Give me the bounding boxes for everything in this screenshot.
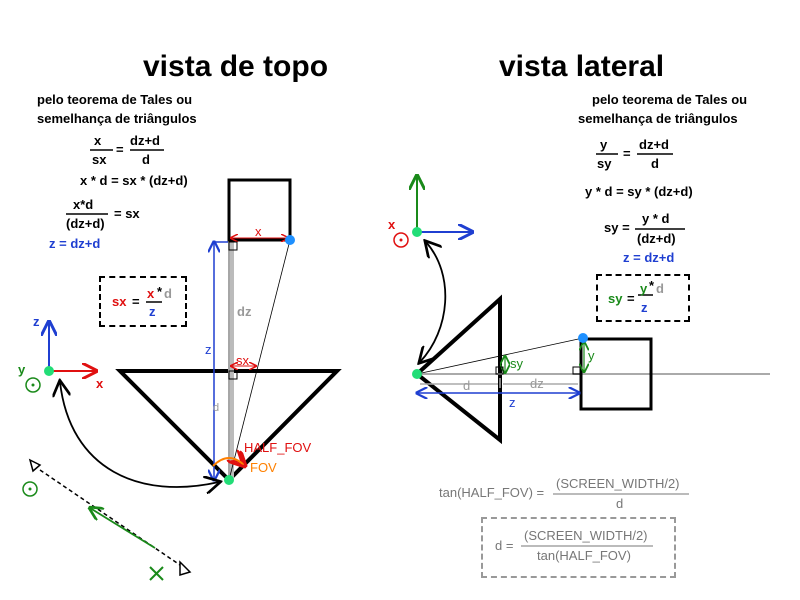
side-view-thales-line1: pelo teorema de Tales ou: [592, 92, 748, 107]
side-view-curved-arrow: [420, 242, 447, 362]
top-eq1-den-left: sx: [92, 152, 107, 167]
side-eq1-den-right: d: [651, 156, 659, 171]
top-axis-x-label: x: [96, 376, 104, 391]
top-eq2: x * d = sx * (dz+d): [80, 173, 188, 188]
top-eq4: z = dz+d: [49, 236, 101, 251]
fov-solution-box: [481, 517, 676, 578]
top-box-num-d: d: [164, 286, 172, 301]
fov-eq-lhs: tan(HALF_FOV) =: [439, 485, 545, 500]
top-view-axes: [25, 322, 96, 393]
top-fov-label: FOV: [250, 460, 277, 475]
side-box-num-star: *: [649, 278, 655, 293]
top-view-rotated-axes: [22, 458, 192, 581]
top-view-curved-arrow: [60, 382, 219, 487]
top-axis-z-label: z: [33, 314, 40, 329]
top-half-fov-label: HALF_FOV: [244, 440, 312, 455]
top-eq1-num-right: dz+d: [130, 133, 160, 148]
side-eq2: y * d = sy * (dz+d): [585, 184, 693, 199]
fov-box-lhs: d =: [495, 538, 514, 553]
top-z-label: z: [205, 342, 212, 357]
side-view-frustum: [413, 294, 502, 445]
side-view-object-point: [578, 333, 588, 343]
top-d-label: d: [213, 402, 220, 414]
side-eq3-den: (dz+d): [637, 231, 676, 246]
side-z-label: z: [509, 395, 516, 410]
side-view-formula-box: [596, 274, 690, 322]
top-axis-y-label: y: [18, 362, 26, 377]
side-view-object: [579, 337, 653, 411]
top-view-thales-line2: semelhança de triângulos: [37, 111, 197, 126]
side-view-axes: [393, 176, 472, 248]
top-object-x-label: x: [255, 224, 262, 239]
side-eq1-num-right: dz+d: [639, 137, 669, 152]
side-eq1-eq: =: [623, 146, 631, 161]
side-box-num-y: y: [640, 281, 648, 296]
top-eq3-den: (dz+d): [66, 216, 105, 231]
top-eq3-num: x*d: [73, 197, 94, 212]
side-d-label: d: [463, 378, 471, 393]
side-box-eq: =: [627, 291, 635, 306]
fov-eq-num: (SCREEN_WIDTH/2): [556, 476, 680, 491]
side-y-label: y: [588, 348, 595, 363]
side-eq1-den-left: sy: [597, 156, 612, 171]
top-box-lhs: sx: [112, 294, 127, 309]
top-eq1-eq: =: [116, 142, 124, 157]
side-box-lhs: sy: [608, 291, 623, 306]
side-eq4: z = dz+d: [623, 250, 675, 265]
side-sy-label: sy: [510, 356, 523, 371]
side-dz-label: dz: [530, 376, 544, 391]
top-box-eq: =: [132, 294, 140, 309]
top-view-formula-box: [99, 276, 187, 327]
side-box-num-d: d: [656, 281, 664, 296]
top-eq3-rhs: = sx: [114, 206, 140, 221]
top-eq1-num-left: x: [94, 133, 102, 148]
top-dz-label: dz: [237, 304, 252, 319]
top-box-den: z: [149, 304, 156, 319]
fov-box-num: (SCREEN_WIDTH/2): [524, 528, 648, 543]
side-view-title: vista lateral: [499, 50, 665, 83]
top-view-thales-line1: pelo teorema de Tales ou: [37, 92, 193, 107]
side-view-thales-line2: semelhança de triângulos: [578, 111, 738, 126]
top-box-num-star: *: [157, 284, 163, 299]
top-view-dz-bar: [228, 242, 234, 480]
side-view-camera-point: [412, 369, 422, 379]
top-view-object-point: [285, 235, 295, 245]
top-box-num-x: x: [147, 286, 155, 301]
top-view-camera-point: [224, 475, 234, 485]
top-sx-label: sx: [236, 353, 249, 368]
side-eq3-lhs: sy =: [604, 220, 630, 235]
fov-box-den: tan(HALF_FOV): [537, 548, 631, 563]
side-axis-x-label: x: [388, 217, 396, 232]
side-eq1-num-left: y: [600, 137, 608, 152]
top-view-title: vista de topo: [143, 50, 329, 83]
top-eq1-den-right: d: [142, 152, 150, 167]
fov-eq-den: d: [616, 496, 624, 511]
side-box-den: z: [641, 300, 648, 315]
side-eq3-num: y * d: [642, 211, 670, 226]
